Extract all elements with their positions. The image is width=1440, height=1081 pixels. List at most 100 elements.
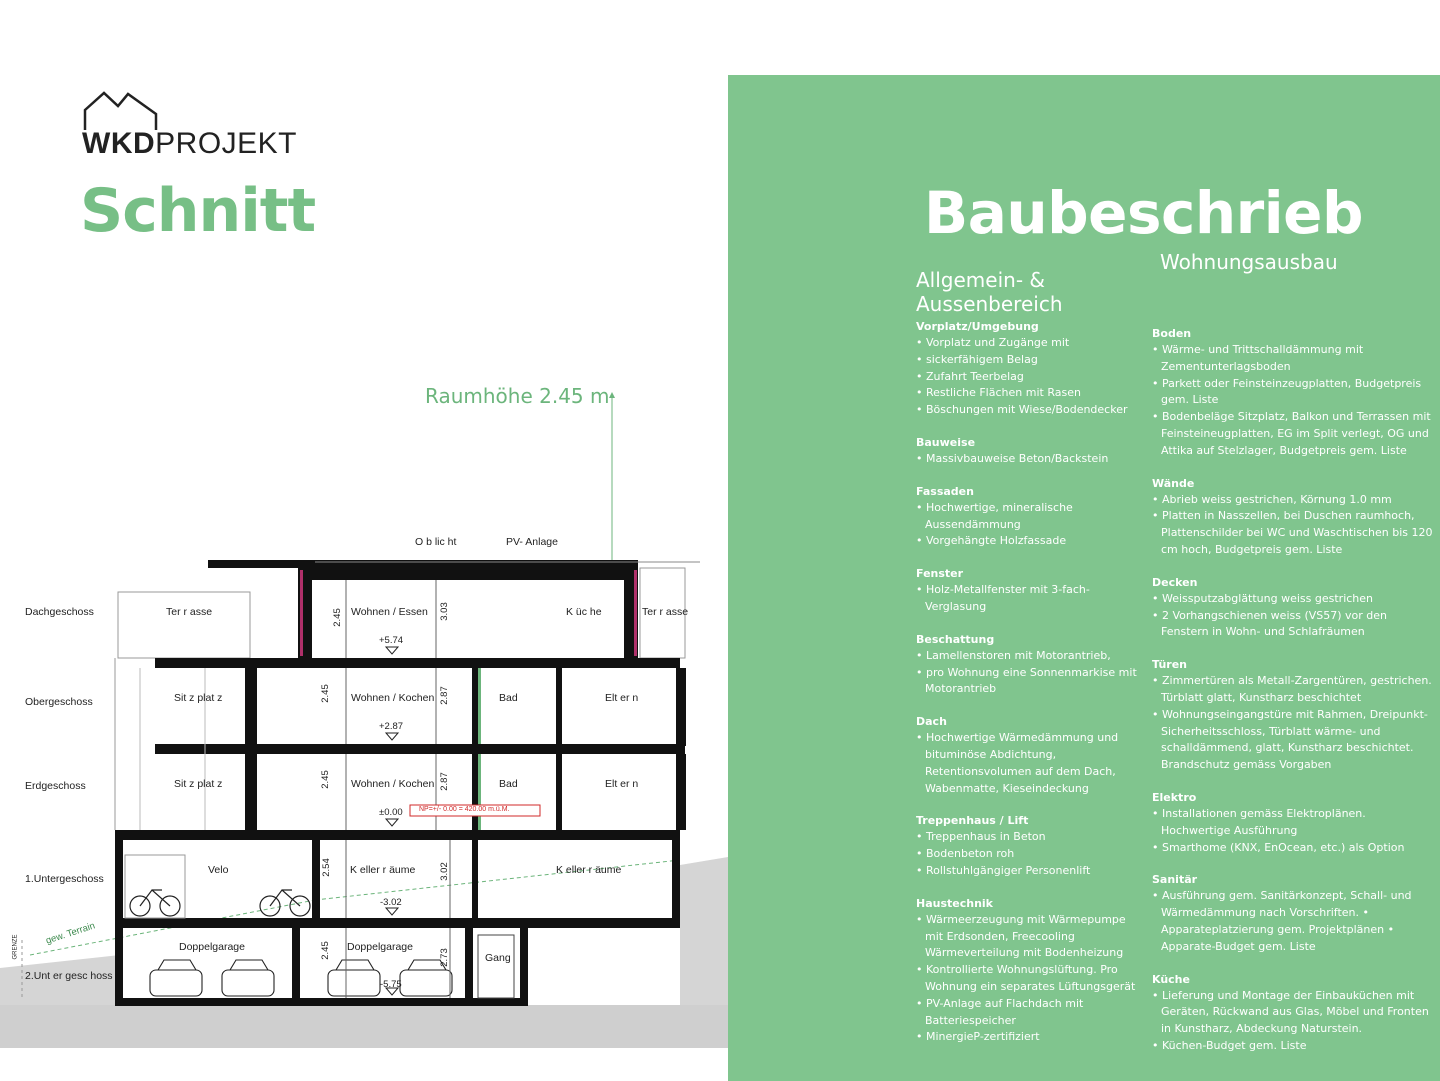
section-heading: Sanitär bbox=[1152, 873, 1198, 887]
room-eg-eltern: Elt er n bbox=[605, 778, 639, 790]
list-item: • MinergieP-zertifiziert bbox=[916, 1030, 1040, 1044]
section-heading: Haustechnik bbox=[916, 896, 993, 910]
dim-dg-245: 2.45 bbox=[331, 608, 343, 627]
room-height-note: Raumhöhe 2.45 m bbox=[425, 384, 610, 408]
dim-ug2-273: 2.73 bbox=[438, 948, 450, 967]
room-og-eltern: Elt er n bbox=[605, 692, 639, 704]
list-item: • Wärmeerzeugung mit Wärmepumpe mit Erds… bbox=[916, 912, 1126, 960]
room-dg-terrasse-left: Ter r asse bbox=[166, 606, 213, 618]
room-ug2-garage-1: Doppelgarage bbox=[179, 941, 245, 953]
floor-label-obergeschoss: Obergeschoss bbox=[25, 696, 93, 708]
list-item: • Küchen-Budget gem. Liste bbox=[1152, 1038, 1307, 1052]
label-grenze: GRENZE bbox=[12, 934, 19, 960]
room-og-sitzplatz: Sit z plat z bbox=[174, 692, 223, 704]
dim-ug-254: 2.54 bbox=[320, 858, 332, 877]
section-heading: Decken bbox=[1152, 575, 1198, 589]
section-heading: Beschattung bbox=[916, 632, 995, 646]
list-item: • Böschungen mit Wiese/Bodendecker bbox=[916, 403, 1128, 417]
dim-ug-level: -3.02 bbox=[380, 897, 402, 908]
list-item: • Weissputzabglättung weiss gestrichen bbox=[1152, 591, 1374, 605]
list-item: • Restliche Flächen mit Rasen bbox=[916, 386, 1081, 400]
dim-dg-303: 3.03 bbox=[438, 602, 450, 621]
section-heading: Küche bbox=[1152, 972, 1190, 986]
dim-ug2-245: 2.45 bbox=[319, 941, 331, 960]
list-item: • Massivbauweise Beton/Backstein bbox=[916, 451, 1109, 465]
list-item: • 2 Vorhangschienen weiss (VS57) vor den… bbox=[1152, 608, 1388, 639]
left-panel: WKDPROJEKT Schnitt Raumhöhe 2.45 m bbox=[0, 91, 728, 1048]
list-item: • Platten in Nasszellen, bei Duschen rau… bbox=[1152, 509, 1433, 556]
room-eg-sitzplatz: Sit z plat z bbox=[174, 778, 223, 790]
list-item: • PV-Anlage auf Flachdach mit Batteriesp… bbox=[916, 996, 1084, 1027]
building-section-drawing bbox=[0, 392, 728, 1048]
room-ug2-gang: Gang bbox=[485, 952, 511, 964]
dim-og-level: +2.87 bbox=[379, 721, 404, 732]
room-dg-kueche: K üc he bbox=[566, 606, 602, 618]
list-item: • Installationen gemäss Elektroplänen. H… bbox=[1152, 806, 1366, 837]
list-item: • Rollstuhlgängiger Personenlift bbox=[916, 863, 1091, 877]
baubeschrieb-title: Baubeschrieb bbox=[924, 179, 1364, 247]
dim-ug-302: 3.02 bbox=[438, 862, 450, 881]
section-heading: Wände bbox=[1152, 476, 1195, 490]
section-heading: Vorplatz/Umgebung bbox=[916, 320, 1039, 333]
dim-eg-245: 2.45 bbox=[319, 770, 331, 789]
list-item: • Abrieb weiss gestrichen, Körnung 1.0 m… bbox=[1152, 492, 1392, 506]
dim-dg-level: +5.74 bbox=[379, 635, 404, 646]
floor-label-2-untergeschoss: 2.Unt er gesc hoss bbox=[25, 970, 113, 982]
list-item: • sickerfähigem Belag bbox=[916, 352, 1038, 366]
floor-label-dachgeschoss: Dachgeschoss bbox=[25, 606, 94, 618]
room-og-bad: Bad bbox=[499, 692, 518, 704]
column-allgemein: Vorplatz/Umgebung • Vorplatz und Zugänge … bbox=[916, 319, 1144, 1046]
list-item: • Parkett oder Feinsteinzeugplatten, Bud… bbox=[1152, 376, 1422, 407]
dim-og-287: 2.87 bbox=[438, 686, 450, 705]
list-item: • Holz-Metallfenster mit 3-fach-Verglasu… bbox=[916, 583, 1090, 613]
room-dg-terrasse-right: Ter r asse bbox=[642, 606, 689, 618]
list-item: • Kontrollierte Wohnungslüftung. Pro Woh… bbox=[916, 963, 1136, 993]
dim-eg-287: 2.87 bbox=[438, 772, 450, 791]
list-item: • Wärme- und Trittschalldämmung mit Zeme… bbox=[1152, 343, 1364, 373]
list-item: • Hochwertige Wärmedämmung und bituminös… bbox=[916, 731, 1119, 795]
page-title: Schnitt bbox=[80, 176, 316, 246]
dim-np-note: NP=+/- 0.00 = 420.00 m.ü.M. bbox=[419, 806, 510, 813]
right-panel: Baubeschrieb Wohnungsausbau Allgemein- &… bbox=[728, 75, 1440, 1081]
label-oblicht: O b lic ht bbox=[415, 536, 457, 548]
list-item: • Lieferung und Montage der Einbauküchen… bbox=[1152, 988, 1429, 1036]
list-item: • Bodenbeton roh bbox=[916, 847, 1015, 861]
room-eg-wohnen: Wohnen / Kochen bbox=[351, 778, 435, 790]
list-item: • Zufahrt Teerbelag bbox=[916, 369, 1024, 383]
list-item: • Hochwertige, mineralische Aussendämmun… bbox=[916, 500, 1073, 531]
section-heading: Fenster bbox=[916, 567, 964, 581]
floor-label-1-untergeschoss: 1.Untergeschoss bbox=[25, 873, 104, 885]
room-ug-keller-1: K eller r äume bbox=[350, 864, 416, 876]
list-item: • Smarthome (KNX, EnOcean, etc.) als Opt… bbox=[1152, 840, 1405, 854]
section-heading: Türen bbox=[1152, 658, 1188, 672]
list-item: • Wohnungseingangstüre mit Rahmen, Dreip… bbox=[1152, 707, 1428, 772]
list-item: • Vorgehängte Holzfassade bbox=[916, 534, 1067, 548]
column-wohnungsausbau: Boden • Wärme- und Trittschalldämmung mit… bbox=[1152, 326, 1434, 1055]
room-ug-velo: Velo bbox=[208, 864, 229, 876]
room-ug2-garage-2: Doppelgarage bbox=[347, 941, 413, 953]
section-heading: Elektro bbox=[1152, 790, 1197, 804]
section-heading: Dach bbox=[916, 715, 947, 729]
dim-ug2-level: -5.75 bbox=[380, 979, 402, 990]
room-dg-wohnen: Wohnen / Essen bbox=[351, 606, 428, 618]
list-item: • Ausführung gem. Sanitärkonzept, Schall… bbox=[1152, 889, 1412, 953]
room-ug-keller-2: K eller r äume bbox=[556, 864, 622, 876]
list-item: • Lamellenstoren mit Motorantrieb, bbox=[916, 648, 1111, 662]
dim-og-245: 2.45 bbox=[319, 684, 331, 703]
section-heading: Treppenhaus / Lift bbox=[916, 814, 1029, 828]
list-item: • Vorplatz und Zugänge mit bbox=[916, 336, 1070, 349]
list-item: • pro Wohnung eine Sonnenmarkise mit Mot… bbox=[916, 665, 1137, 696]
section-heading: Bauweise bbox=[916, 435, 976, 449]
room-og-wohnen: Wohnen / Kochen bbox=[351, 692, 435, 704]
floor-label-erdgeschoss: Erdgeschoss bbox=[25, 780, 86, 792]
list-item: • Treppenhaus in Beton bbox=[916, 830, 1046, 844]
label-pv-anlage: PV- Anlage bbox=[506, 536, 558, 548]
baubeschrieb-subtitle: Wohnungsausbau bbox=[1160, 250, 1338, 274]
section-heading-allgemein: Allgemein- & Aussenbereich bbox=[916, 268, 1063, 316]
house-outline-icon bbox=[83, 91, 158, 130]
logo-wordmark: WKDPROJEKT bbox=[82, 127, 298, 160]
list-item: • Zimmertüren als Metall-Zargentüren, ge… bbox=[1152, 674, 1432, 704]
list-item: • Bodenbeläge Sitzplatz, Balkon und Terr… bbox=[1152, 410, 1431, 457]
section-heading: Boden bbox=[1152, 327, 1192, 340]
section-heading: Fassaden bbox=[916, 484, 974, 498]
